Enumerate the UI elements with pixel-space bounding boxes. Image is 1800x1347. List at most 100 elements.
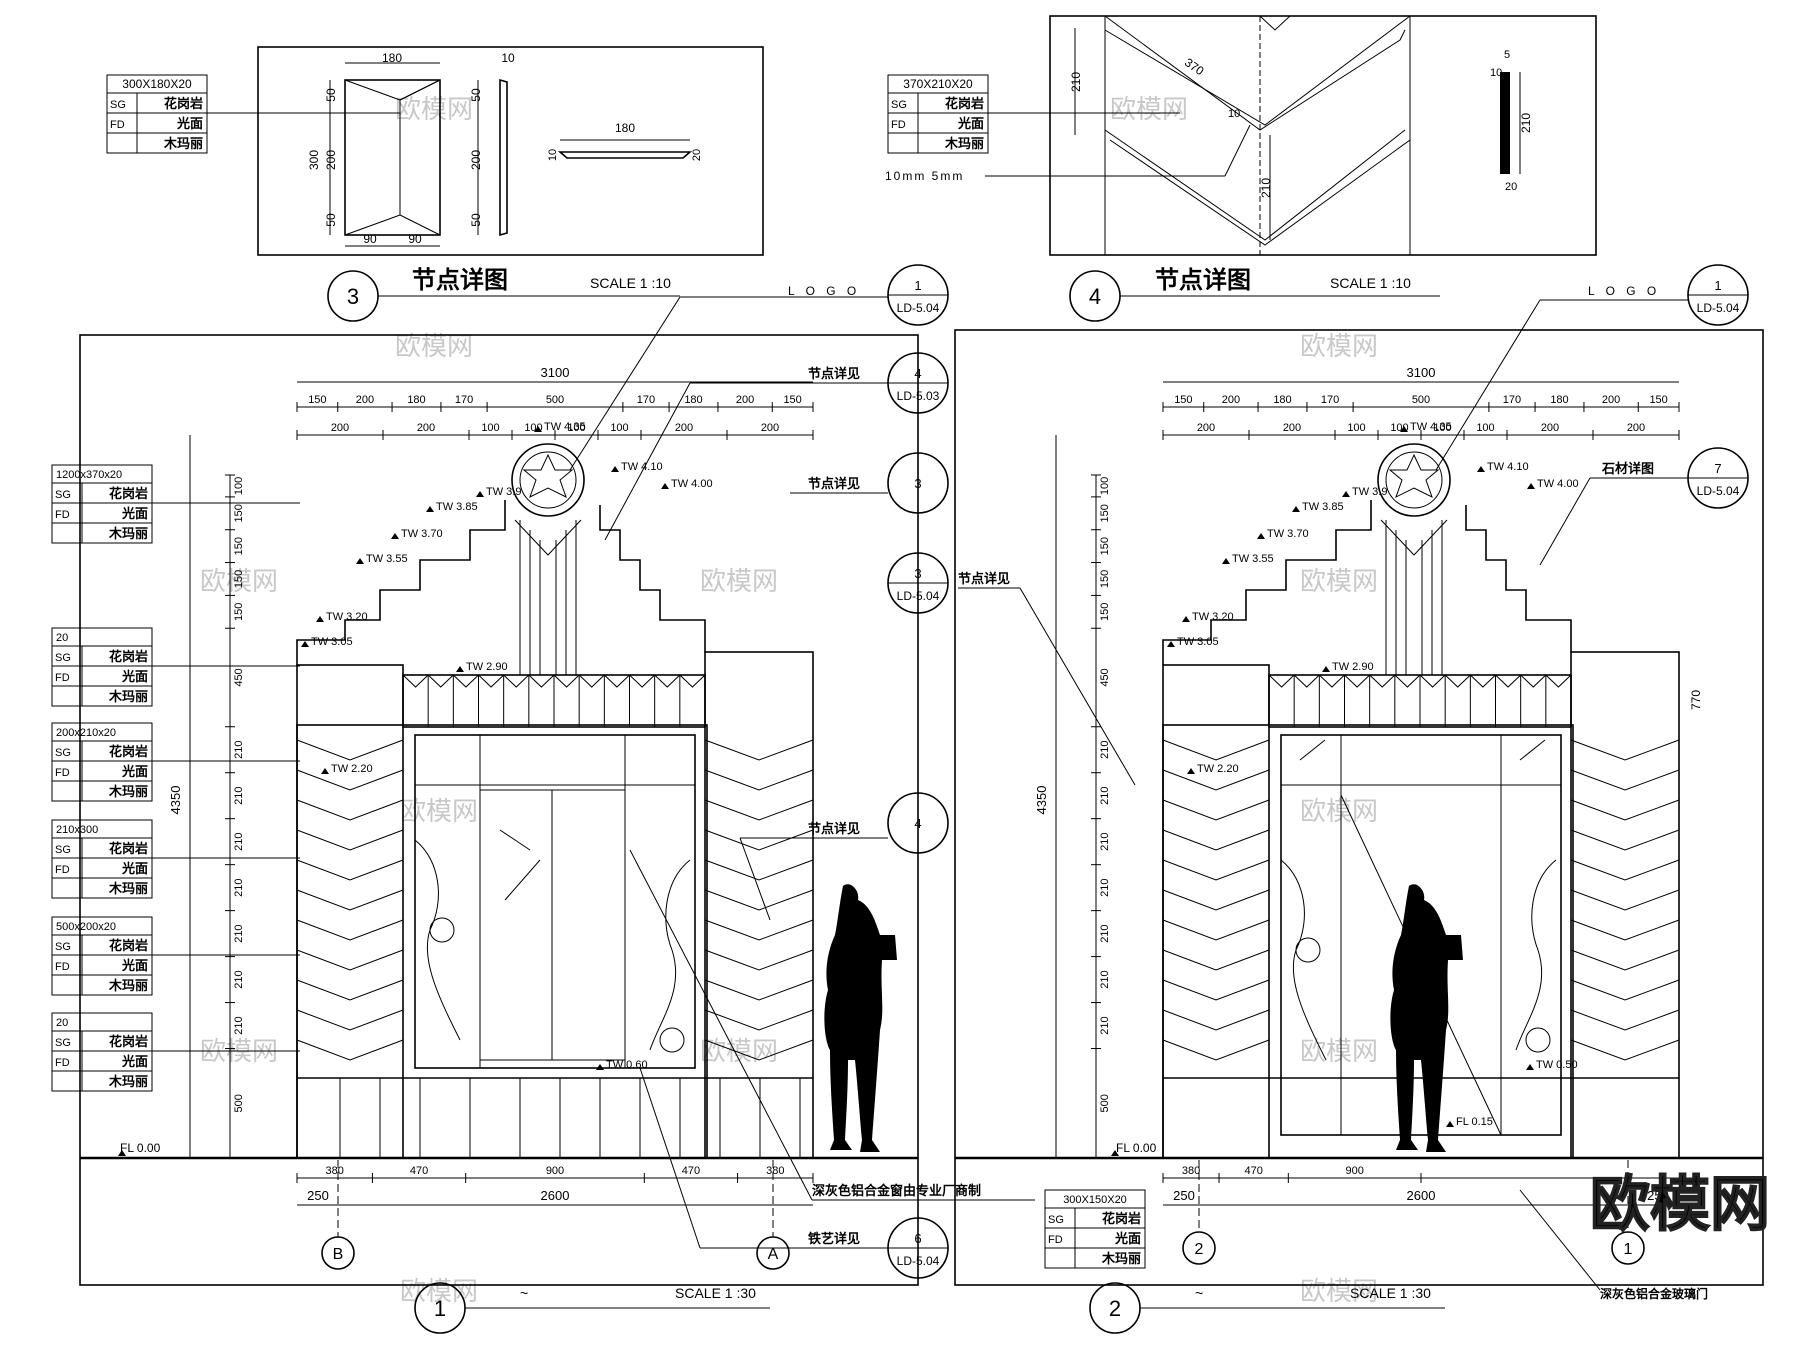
dim-label: 470: [682, 1165, 700, 1177]
dim-label: 150: [1099, 603, 1111, 621]
dim-label: 210: [233, 924, 245, 942]
d4-gap-note: 10mm 5mm: [885, 169, 964, 183]
dim-label: 210: [1099, 1016, 1111, 1034]
table-code: FD: [55, 864, 70, 876]
dim-label: 170: [455, 394, 473, 406]
table-material: 花岗岩: [109, 1034, 148, 1050]
elev1-tilde: ~: [520, 1285, 528, 1301]
dim-label: 150: [233, 504, 245, 522]
elev2-chevrons: [1162, 739, 1680, 1061]
elev1-iron-ref: LD-5.04: [897, 1254, 940, 1268]
d3-dim-bot: 50: [324, 213, 338, 227]
dim-label: 200: [1602, 394, 1620, 406]
elev1-c1-num: 4: [914, 366, 921, 381]
d3-dim-h: 300: [307, 150, 321, 170]
elev2-grid-1-label: 1: [1624, 1241, 1633, 1258]
dim-label: 210: [233, 878, 245, 896]
dim-label: 470: [1244, 1165, 1262, 1177]
dim-label: 210: [1099, 878, 1111, 896]
elev1-logo-ref-num: 1: [914, 278, 921, 293]
level-label: TW 3.9: [486, 486, 521, 498]
elev1-logo-ref: LD-5.04: [897, 301, 940, 315]
dim-label: 200: [356, 394, 374, 406]
dim-label: 380: [1182, 1165, 1200, 1177]
chevron-2b: [1104, 129, 1406, 241]
elev1-logo-medallion: [511, 443, 585, 517]
d4-row-mat: 花岗岩: [945, 96, 984, 112]
d4-dim-a: 210: [1069, 72, 1083, 92]
elev2-right-pier: [1570, 651, 1680, 1159]
elev2-logo-label: L O G O: [1588, 284, 1660, 298]
elev2-spec-table: 300X150X20 SG 花岗岩 FD 光面 木玛丽: [1044, 1189, 1146, 1269]
dim-label: 200: [331, 422, 349, 434]
table-material: 木玛丽: [108, 978, 148, 994]
elev2-logo-ref: LD-5.04: [1697, 301, 1740, 315]
d4-num: 4: [1089, 284, 1101, 309]
dim-label: 200: [761, 422, 779, 434]
table-material: 花岗岩: [109, 649, 148, 665]
elev2-num: 2: [1109, 1296, 1121, 1321]
chevron-1: [1104, 15, 1406, 131]
table-code: SG: [55, 747, 71, 759]
d3-dim-tt: 10: [547, 149, 559, 161]
table-material: 光面: [121, 1054, 148, 1070]
dim-label: 200: [1283, 422, 1301, 434]
level-label: TW 0.50: [1536, 1059, 1578, 1071]
dim-label: 100: [610, 422, 628, 434]
elev1-grid-b-label: B: [333, 1246, 344, 1263]
table-spec: 20: [56, 632, 68, 644]
dim-label: 500: [1099, 1094, 1111, 1112]
d4-dim-g: 20: [1505, 181, 1517, 193]
elev1-callouts: 1 LD-5.04 L O G O 4 LD-5.03 节点详见 3 节点详见 …: [569, 264, 1035, 1279]
d3-scale: SCALE 1 :10: [590, 275, 671, 291]
table-spec: 200x210x20: [56, 727, 116, 739]
elev2-scale: SCALE 1 :30: [1350, 1285, 1431, 1301]
level-label: FL 0.15: [1456, 1116, 1493, 1128]
dim-label: 150: [1099, 504, 1111, 522]
dim-label: 200: [417, 422, 435, 434]
dim-label: 210: [233, 1016, 245, 1034]
dim-label: 380: [766, 1165, 784, 1177]
elev2-callouts: 1 LD-5.04 L O G O 7 LD-5.04 石材详图 节点详见 深灰…: [958, 264, 1749, 1301]
dim-label: 180: [1273, 394, 1291, 406]
dim-label: 150: [233, 537, 245, 555]
d3-dim-s3: 50: [469, 213, 483, 227]
elev1-logo-label: L O G O: [788, 284, 860, 298]
dim-label: 470: [410, 1165, 428, 1177]
elev2-left-pier: [1162, 664, 1270, 1159]
watermark-text: 欧模网: [700, 566, 778, 596]
table-code: SG: [55, 1037, 71, 1049]
dim-label: 200: [1222, 394, 1240, 406]
stone-front: [344, 79, 441, 236]
dim-label: 450: [233, 668, 245, 686]
table-code: FD: [55, 1057, 70, 1069]
dim-label: 210: [1099, 924, 1111, 942]
dim-label: 210: [233, 787, 245, 805]
elev2-human-figure: [1390, 884, 1463, 1152]
dim-label: 210: [1099, 787, 1111, 805]
table-material: 木玛丽: [108, 689, 148, 705]
table-material: 木玛丽: [108, 881, 148, 897]
elev2-tilde: ~: [1195, 1285, 1203, 1301]
dim-label: 180: [407, 394, 425, 406]
table-code: FD: [55, 509, 70, 521]
dim-label: 100: [1347, 422, 1365, 434]
table-material: 花岗岩: [109, 744, 148, 760]
d4-row-name: 木玛丽: [944, 136, 984, 152]
watermark-layer: 欧模网欧模网欧模网欧模网欧模网欧模网欧模网欧模网欧模网欧模网欧模网欧模网欧模网欧…: [200, 94, 1378, 1306]
elev1-ironwork-left: [414, 839, 461, 1041]
elev1-c3-ref: LD-5.04: [897, 589, 940, 603]
dim-label: 210: [1099, 970, 1111, 988]
elev2-crown-left: [1162, 500, 1372, 665]
level-label: TW 2.20: [1197, 763, 1239, 775]
d3-dim-top: 50: [324, 88, 338, 102]
d4-spec: 370X210X20: [903, 77, 973, 91]
elev1-c1-ref: LD-5.03: [897, 389, 940, 403]
elev1-height-total: 4350: [168, 786, 183, 815]
d3-row-name: 木玛丽: [163, 136, 203, 152]
elev2-row-code: SG: [1048, 1214, 1064, 1226]
